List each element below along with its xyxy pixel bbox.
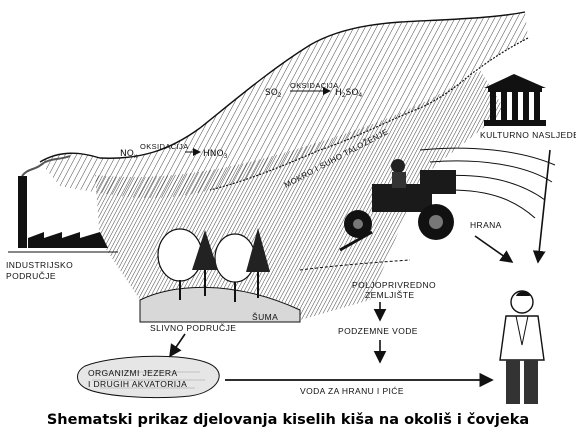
flow-arrows	[169, 87, 551, 388]
industrial-area	[8, 155, 118, 253]
heritage-building	[484, 74, 546, 126]
so2-oxidation-label: OKSIDACIJA	[290, 81, 339, 90]
so2-formula: SO2	[265, 88, 282, 99]
water-use-label: VODA ZA HRANU I PIĆE	[300, 386, 404, 396]
pollution-cloud	[40, 12, 528, 198]
lake-organisms-label-2: I DRUGIH AKVATORIJA	[88, 379, 187, 389]
h2so4-formula: H2SO4	[335, 88, 362, 99]
factory-buildings	[28, 232, 108, 248]
farmland-label: POLJOPRIVREDNO	[352, 280, 436, 290]
nox-formula: NOx	[120, 149, 138, 160]
industrial-area-label-2: PODRUČJE	[6, 271, 56, 281]
forest-label: ŠUMA	[252, 312, 278, 322]
heritage-label: KULTURNO NASLJEDE	[480, 130, 576, 140]
nox-oxidation-label: OKSIDACIJA	[140, 142, 189, 151]
farmer-on-tractor	[391, 159, 405, 173]
forest	[139, 228, 301, 323]
human-figure	[499, 290, 545, 404]
groundwater-label: PODZEMNE VODE	[338, 326, 418, 336]
food-label: HRANA	[470, 220, 502, 230]
figure-caption: Shematski prikaz djelovanja kiselih kiša…	[46, 412, 530, 428]
chimney	[18, 176, 27, 248]
industrial-area-label: INDUSTRIJSKO	[6, 260, 73, 270]
catchment-label: SLIVNO PODRUČJE	[150, 323, 236, 333]
lake	[77, 355, 220, 399]
tractor	[339, 159, 456, 252]
farmland-label-2: ZEMLJIŠTE	[365, 290, 414, 300]
lake-organisms-label: ORGANIZMI JEZERA	[88, 368, 178, 378]
hno3-formula: HNO3	[203, 149, 228, 160]
